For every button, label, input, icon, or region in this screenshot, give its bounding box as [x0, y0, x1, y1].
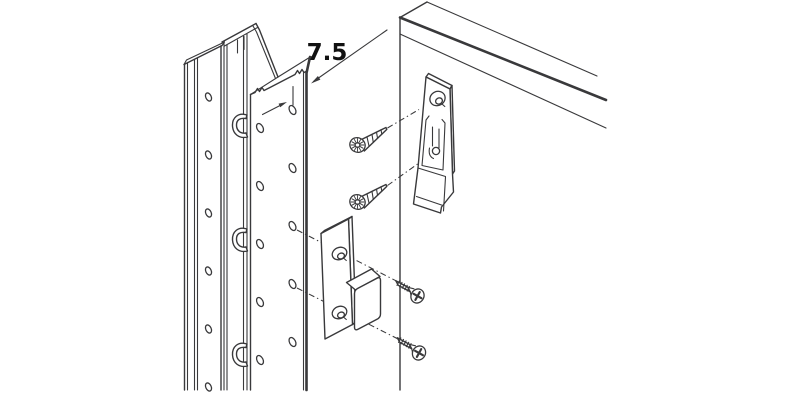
plate-hole-upper — [331, 246, 348, 262]
bracket-fold-edge — [442, 176, 447, 212]
flat-screw-lower — [396, 336, 430, 364]
cabinet-panel — [398, 1, 608, 391]
rail-front-holes-right — [288, 104, 297, 348]
bracket-fold-line — [417, 167, 447, 178]
panel-top-back-edge — [426, 1, 598, 77]
dimension-leader-line — [312, 29, 388, 83]
euro-screw-lower — [346, 183, 388, 213]
plate-front-face — [320, 218, 354, 340]
centerline-lower-bracket-screw — [387, 163, 418, 186]
bracket-front-face — [412, 76, 455, 214]
plate-hole-lower — [331, 305, 348, 321]
rail-left-wall — [183, 41, 228, 392]
panel-front-chamfer-line — [399, 33, 607, 129]
hole-pointer-arrowhead-icon — [278, 102, 287, 108]
rail-side-holes — [204, 92, 213, 392]
dimension-arrowhead-icon — [311, 76, 321, 84]
bracket-screw-hole — [429, 90, 446, 108]
mounting-plate-with-stud — [320, 215, 382, 340]
hole-pointer-line — [261, 103, 283, 116]
centerline-upper-bracket-screw — [387, 109, 420, 129]
panel-thickness-edge — [399, 1, 428, 19]
rail-channel-top — [221, 22, 279, 80]
rail-front-holes-left — [255, 122, 265, 366]
euro-screw-upper — [346, 126, 388, 156]
connector-stud — [345, 268, 382, 331]
wall-mounting-rail — [183, 22, 312, 392]
suspension-bracket — [412, 72, 456, 214]
rail-front-wall — [249, 55, 312, 392]
centerline-lower-plate-screw — [296, 287, 413, 347]
rail-hook-cutouts — [231, 113, 249, 368]
bracket-slot — [421, 115, 446, 171]
panel-top-front-edge — [398, 16, 608, 102]
bracket-chamfer-line — [415, 195, 443, 206]
dimension-annotation: 7.5 — [261, 29, 388, 116]
dimension-label: 7.5 — [307, 40, 348, 66]
